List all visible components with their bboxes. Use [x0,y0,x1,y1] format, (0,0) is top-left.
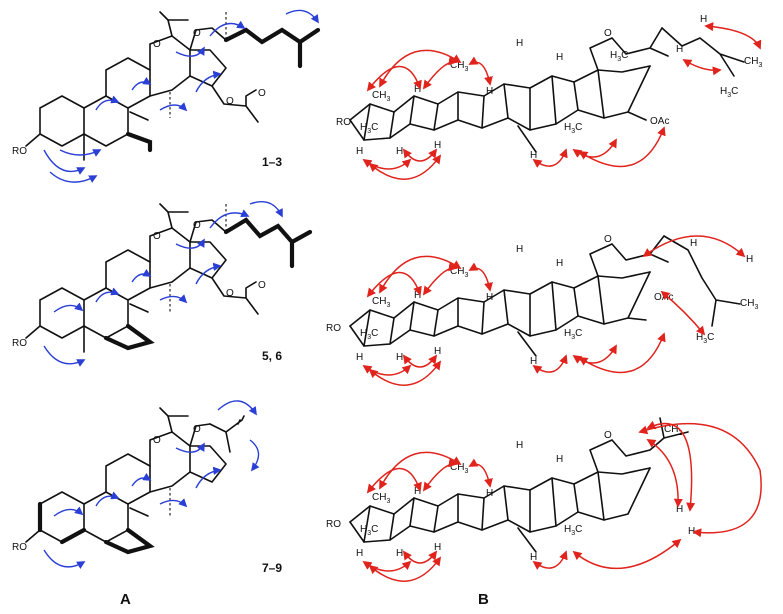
noesy-arrows-b-row3 [362,420,762,582]
hmbc-arrows-a-row3 [43,400,260,570]
h3c-label: H3C [696,332,714,345]
ch3-label: CH3 [744,56,762,69]
h3c-label: H3C [564,524,582,537]
ring-o: O [193,220,201,231]
ro-label: RO [12,146,27,157]
compound-label-row2: 5, 6 [262,349,282,363]
atom-labels-b-row1: RO O OAc CH3 H3C CH3 CH3 H3C H3C H3C H H… [336,14,762,161]
ro-label: RO [336,117,351,128]
h-label: H [434,346,441,357]
hmbc-arrows-a-row1 [43,9,319,183]
h-label: H [434,542,441,553]
h3c-label: H3C [720,86,738,99]
compound-label-row1: 1–3 [262,155,282,169]
h-label: H [530,150,537,161]
structure-b-row2 [349,235,741,357]
atom-labels-a-row3: O O RO [12,424,201,553]
h-label: H [530,552,537,563]
ch3-label: CH3 [372,90,390,103]
oac-label: OAc [650,116,669,127]
ch3-label: CH3 [372,296,390,309]
h3c-label: H3C [360,328,378,341]
h-label: H [516,38,523,49]
h-label: H [434,140,441,151]
h-label: H [414,486,421,497]
ester-o: O [226,96,234,107]
h-label: H [746,254,753,265]
carbonyl-o: O [153,231,161,242]
ch3-label: CH3 [740,298,758,311]
panel-label-a: A [120,591,131,608]
structure-b-row3 [349,417,689,553]
h-label: H [356,146,363,157]
structure-a-row3 [25,407,245,555]
h-label: H [676,44,683,55]
h3c-label: H3C [564,122,582,135]
h-label: H [414,84,421,95]
acetyl-o: O [258,88,266,99]
compound-label-row3: 7–9 [262,561,282,575]
ro-label: RO [12,338,27,349]
ring-o: O [193,424,201,435]
h3c-label: H3C [564,328,582,341]
noesy-arrows-b-row2 [362,235,746,386]
h-label: H [690,238,697,249]
h3c-label: H3C [360,122,378,135]
carbonyl-o: O [604,234,612,245]
ro-label: RO [326,519,341,530]
h-label: H [414,290,421,301]
atom-labels-b-row2: RO O OAc CH3 H3C CH3 CH3 H3C H3C H H H H… [326,234,758,367]
h-label: H [516,440,523,451]
h-label: H [556,454,563,465]
atom-labels-b-row3: RO O CH2 CH3 CH3 H3C H3C H H H H H H H H… [326,424,695,563]
h-label: H [396,146,403,157]
h-label: H [356,352,363,363]
hmbc-arrows-a-row2 [43,201,283,367]
carbonyl-o: O [153,39,161,50]
atom-labels-a-row2: O O RO O O [12,220,266,349]
acetyl-o: O [258,280,266,291]
ester-o: O [226,288,234,299]
h-label: H [700,14,707,25]
h3c-label: H3C [610,50,628,63]
h-label: H [356,548,363,559]
atom-labels-a-row1: O O RO O O [12,28,266,157]
carbonyl-o: O [604,430,612,441]
structure-a-row2 [25,203,313,353]
h-label: H [396,352,403,363]
ro-label: RO [326,323,341,334]
panel-label-b: B [478,591,489,608]
structure-b-row1 [349,27,745,153]
ring-o: O [193,28,201,39]
carbonyl-o: O [153,435,161,446]
h-label: H [486,292,493,303]
ch3-label: CH3 [372,492,390,505]
h-label: H [516,244,523,255]
h-label: H [486,488,493,499]
h-label: H [556,52,563,63]
noesy-arrows-b-row1 [362,22,762,180]
carbonyl-o: O [604,28,612,39]
h-label: H [676,504,683,515]
h-label: H [556,258,563,269]
h3c-label: H3C [360,524,378,537]
ro-label: RO [12,542,27,553]
h-label: H [396,548,403,559]
h-label: H [486,86,493,97]
structure-a-row1 [25,11,321,161]
h-label: H [530,356,537,367]
